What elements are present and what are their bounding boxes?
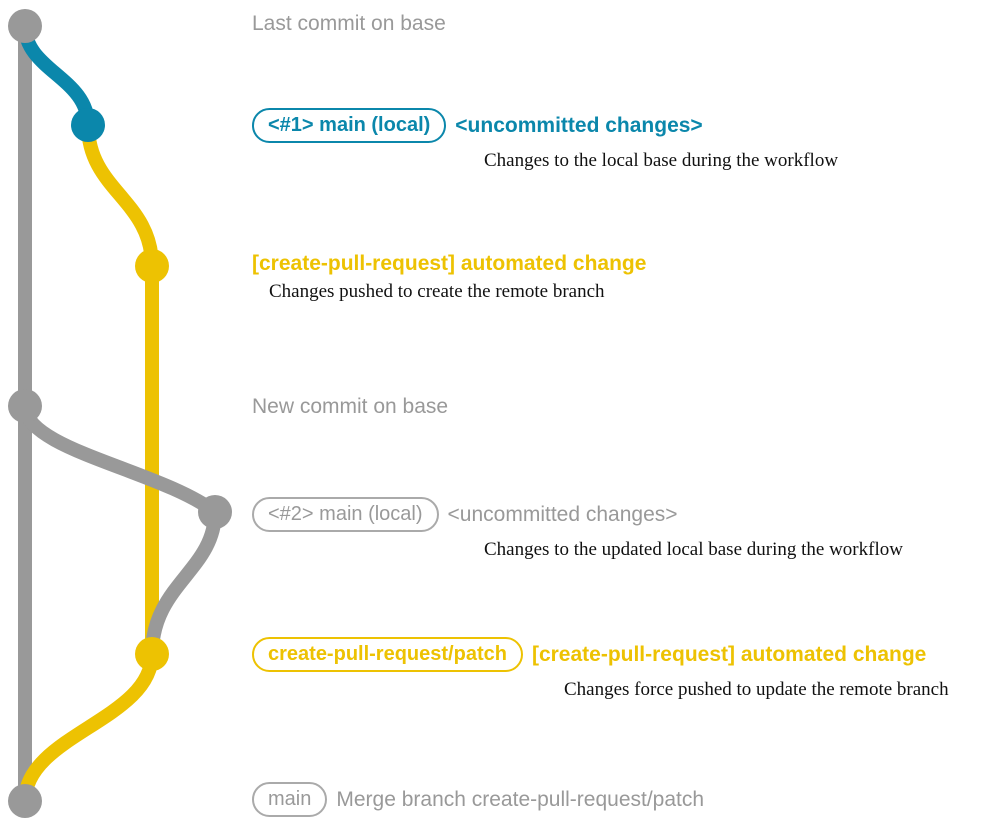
commit-node-automated-change-1[interactable] — [135, 249, 169, 283]
commit-graph — [8, 9, 232, 818]
commit-headline: [create-pull-request] automated change — [531, 643, 927, 666]
patch-to-merge-edge — [18, 647, 159, 808]
commit-description: Changes force pushed to update the remot… — [564, 679, 949, 700]
commit-headline: New commit on base — [252, 395, 449, 418]
commit-description: Changes to the local base during the wor… — [484, 150, 839, 171]
commit-node-local-main-1[interactable] — [71, 108, 105, 142]
commit-headline: <uncommitted changes> — [447, 503, 678, 526]
commit-row-automated-change-1: [create-pull-request] automated change C… — [252, 253, 646, 303]
commit-row-local-main-1: <#1> main (local) <uncommitted changes> … — [252, 108, 838, 172]
commit-node-automated-change-2[interactable] — [135, 637, 169, 671]
commit-node-last-commit-on-base[interactable] — [8, 9, 42, 43]
local2-to-patch-edge — [145, 505, 222, 661]
commit-description: Changes pushed to create the remote bran… — [269, 281, 605, 302]
commit-row-local-main-2: <#2> main (local) <uncommitted changes> … — [252, 497, 903, 561]
commit-node-merge[interactable] — [8, 784, 42, 818]
branch-badge-local-main-1[interactable]: <#1> main (local) — [252, 108, 447, 143]
commit-node-new-commit-on-base[interactable] — [8, 389, 42, 423]
commit-headline: <uncommitted changes> — [455, 114, 703, 137]
commit-description: Changes to the updated local base during… — [484, 539, 903, 560]
commit-headline: Merge branch create-pull-request/patch — [336, 788, 705, 811]
base-to-local2-edge — [18, 399, 222, 519]
branch-badge-local-main-2[interactable]: <#2> main (local) — [252, 497, 439, 532]
branch-badge-create-pull-request-patch[interactable]: create-pull-request/patch — [252, 637, 523, 672]
yellow-branch-edge-upper — [81, 118, 159, 273]
commit-row-last-commit-on-base: Last commit on base — [252, 13, 446, 34]
commit-row-automated-change-2: create-pull-request/patch [create-pull-r… — [252, 637, 949, 701]
commit-node-local-main-2[interactable] — [198, 495, 232, 529]
branch-badge-main[interactable]: main — [252, 782, 328, 817]
commit-headline: [create-pull-request] automated change — [252, 252, 647, 275]
commit-headline: Last commit on base — [252, 12, 446, 35]
teal-branch-edge — [18, 19, 95, 132]
commit-row-merge: main Merge branch create-pull-request/pa… — [252, 782, 704, 817]
commit-row-new-commit-on-base: New commit on base — [252, 396, 448, 417]
